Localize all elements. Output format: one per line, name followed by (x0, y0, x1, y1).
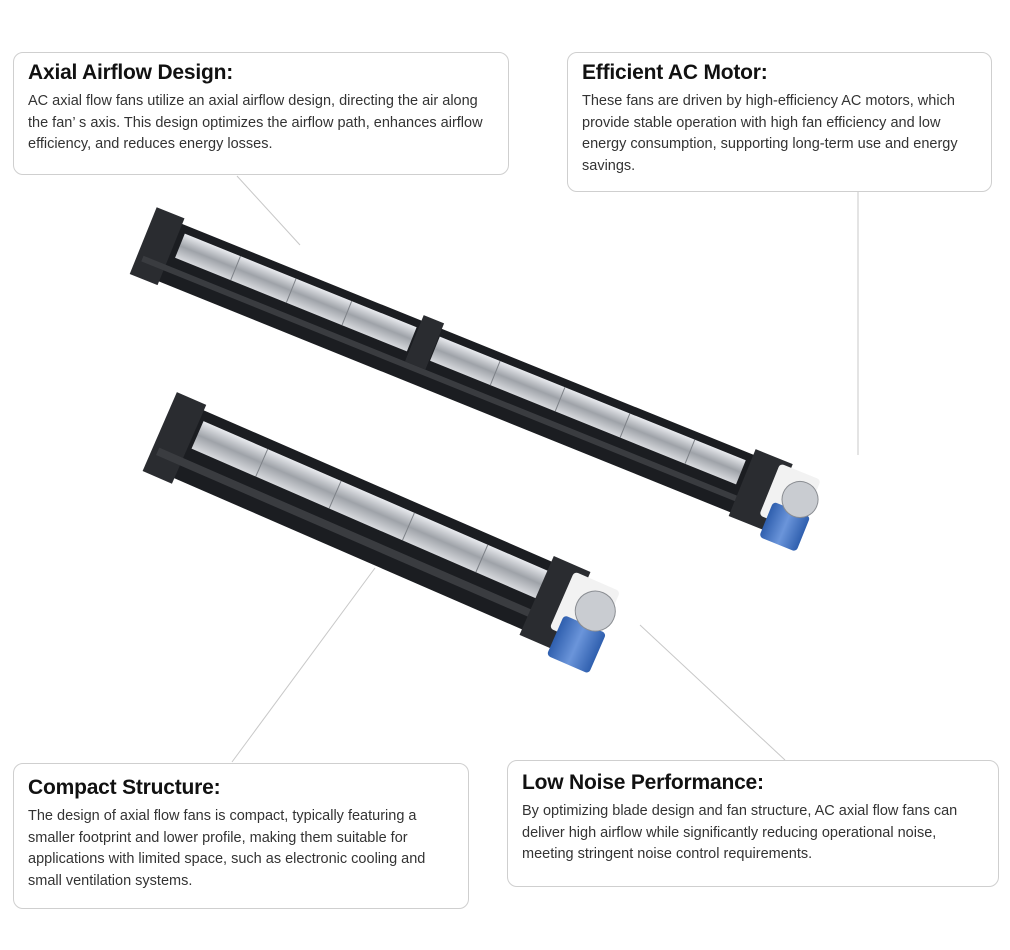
feature-title: Efficient AC Motor: (582, 61, 768, 84)
short-crossflow-fan (142, 392, 619, 673)
leader-lines (231, 175, 859, 763)
long-crossflow-fan (129, 207, 820, 551)
feature-card-low-noise: Low Noise Performance: By optimizing bla… (507, 760, 999, 887)
feature-description: These fans are driven by high-efficiency… (582, 93, 958, 174)
feature-description: The design of axial flow fans is compact… (28, 808, 426, 889)
feature-title: Compact Structure: (28, 776, 221, 799)
feature-card-compact-structure: Compact Structure: The design of axial f… (13, 763, 469, 909)
feature-card-efficient-motor: Efficient AC Motor: These fans are drive… (567, 52, 992, 192)
feature-card-axial-airflow: Axial Airflow Design: AC axial flow fans… (13, 52, 509, 175)
feature-description: By optimizing blade design and fan struc… (522, 803, 958, 862)
feature-title: Axial Airflow Design: (28, 61, 234, 84)
feature-title: Low Noise Performance: (522, 771, 764, 794)
feature-description: AC axial flow fans utilize an axial airf… (28, 93, 483, 152)
